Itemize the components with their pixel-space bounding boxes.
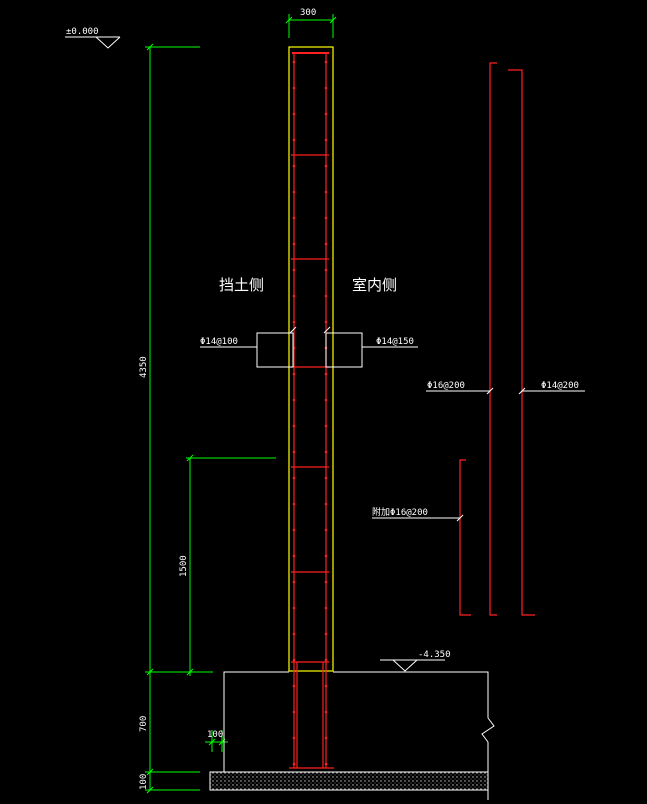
indoor-side-label: 室内侧	[352, 276, 397, 294]
rebar-dot	[324, 242, 328, 246]
footing-depth-label: 700	[139, 716, 149, 732]
rebar-dot	[324, 684, 328, 688]
indoor-side-bar-leader: Φ14@150	[323, 326, 418, 368]
rebar-dot	[292, 424, 296, 428]
additional-bar-leader: 附加Φ16@200	[372, 506, 464, 522]
rebar-dot	[324, 580, 328, 584]
rebar-dot	[324, 398, 328, 402]
rebar-dot	[324, 554, 328, 558]
additional-bar-label: 附加Φ16@200	[372, 506, 428, 518]
rebar-dot	[292, 398, 296, 402]
top-elevation-marker: ±0.000	[65, 27, 121, 49]
rebar-dot	[292, 554, 296, 558]
rebar-dot	[292, 112, 296, 116]
lap-length-dimension: 1500	[179, 454, 276, 676]
bottom-elevation-label: -4.350	[418, 650, 451, 660]
rebar-dot	[324, 86, 328, 90]
bottom-elevation-marker: -4.350	[380, 650, 451, 672]
cover-label: 100	[207, 730, 223, 740]
rebar-dot	[324, 710, 328, 714]
rebar-dot	[292, 138, 296, 142]
rebar-dot	[292, 268, 296, 272]
rebar-dot	[324, 294, 328, 298]
rebar-dot	[324, 528, 328, 532]
outer-vertical-label: Φ16@200	[427, 381, 465, 391]
wall-height-label: 4350	[139, 356, 149, 378]
rebar-dot	[292, 502, 296, 506]
wall-rebar-cage	[289, 52, 334, 769]
rebar-dot	[324, 112, 328, 116]
rebar-dot	[292, 60, 296, 64]
rebar-dot	[292, 164, 296, 168]
rebar-dot	[324, 658, 328, 662]
soil-side-bar-leader: Φ14@100	[200, 326, 297, 368]
rebar-dot	[292, 372, 296, 376]
rebar-dot	[292, 450, 296, 454]
rebar-dot	[292, 294, 296, 298]
cover-dimension: 100	[205, 730, 228, 752]
rebar-dot	[324, 762, 328, 766]
rebar-dot	[292, 736, 296, 740]
indoor-side-bar-label: Φ14@150	[376, 337, 414, 347]
cushion-layer-hatch	[209, 771, 489, 791]
wall-outline	[288, 46, 334, 672]
rebar-dot	[324, 216, 328, 220]
rebar-dot	[292, 684, 296, 688]
rebar-dot	[292, 580, 296, 584]
rebar-dot	[324, 424, 328, 428]
rebar-dot	[324, 60, 328, 64]
cushion-dimension: 100	[139, 774, 200, 794]
rebar-dot	[324, 632, 328, 636]
wall-rebar-dots	[292, 60, 328, 766]
rebar-dot	[292, 190, 296, 194]
rebar-dot	[292, 710, 296, 714]
rebar-dot	[292, 216, 296, 220]
rebar-dot	[324, 190, 328, 194]
rebar-dot	[292, 320, 296, 324]
height-dimension-4350: 4350	[139, 43, 213, 790]
rebar-dot	[324, 502, 328, 506]
rebar-dot	[324, 372, 328, 376]
wall-thickness-dimension: 300	[285, 8, 337, 38]
rebar-dot	[324, 606, 328, 610]
rebar-schedule-inner	[508, 69, 535, 616]
rebar-dot	[292, 632, 296, 636]
inner-vertical-label: Φ14@200	[541, 381, 579, 391]
rebar-dot	[324, 320, 328, 324]
outer-vertical-leader: Φ16@200	[426, 381, 494, 395]
rebar-dot	[292, 528, 296, 532]
rebar-dot	[324, 736, 328, 740]
soil-side-label: 挡土侧	[219, 276, 264, 294]
rebar-dot	[292, 476, 296, 480]
rebar-schedule-outer	[489, 62, 497, 616]
rebar-dot	[324, 450, 328, 454]
rebar-dot	[324, 476, 328, 480]
rebar-dot	[292, 242, 296, 246]
inner-vertical-leader: Φ14@200	[518, 381, 585, 395]
rebar-dot	[292, 658, 296, 662]
rebar-dot	[292, 86, 296, 90]
rebar-dot	[292, 762, 296, 766]
rebar-dot	[292, 606, 296, 610]
rebar-dot	[324, 138, 328, 142]
rebar-dot	[324, 164, 328, 168]
cushion-label: 100	[139, 774, 149, 790]
rebar-schedule-additional	[459, 459, 471, 616]
rebar-dot	[324, 268, 328, 272]
footing-depth-dimension: 700	[139, 716, 200, 776]
soil-side-bar-label: Φ14@100	[200, 337, 238, 347]
lap-length-label: 1500	[179, 555, 189, 577]
wall-thickness-label: 300	[300, 8, 316, 18]
top-elevation-label: ±0.000	[66, 27, 99, 37]
